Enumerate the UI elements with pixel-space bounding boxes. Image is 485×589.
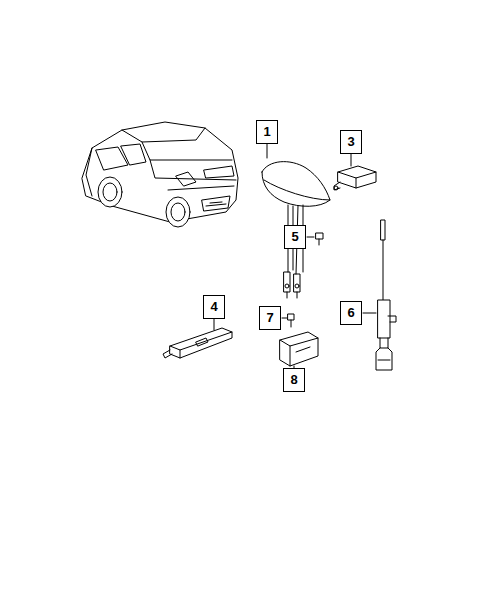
callout-number: 5 [284,225,306,249]
antenna-module [334,154,376,190]
callout-number: 4 [203,295,225,319]
callout-number: 7 [259,306,281,330]
screw [282,314,294,327]
antenna-amplifier [163,319,232,358]
antenna-bracket [280,332,318,369]
screw [307,233,323,245]
antenna-cable [363,220,396,370]
callout-number: 6 [340,301,362,325]
callout-number: 8 [283,368,305,392]
callout-number: 3 [340,130,362,154]
vehicle-illustration [82,122,238,227]
callout-number: 1 [256,120,278,144]
roof-antenna [262,144,330,298]
